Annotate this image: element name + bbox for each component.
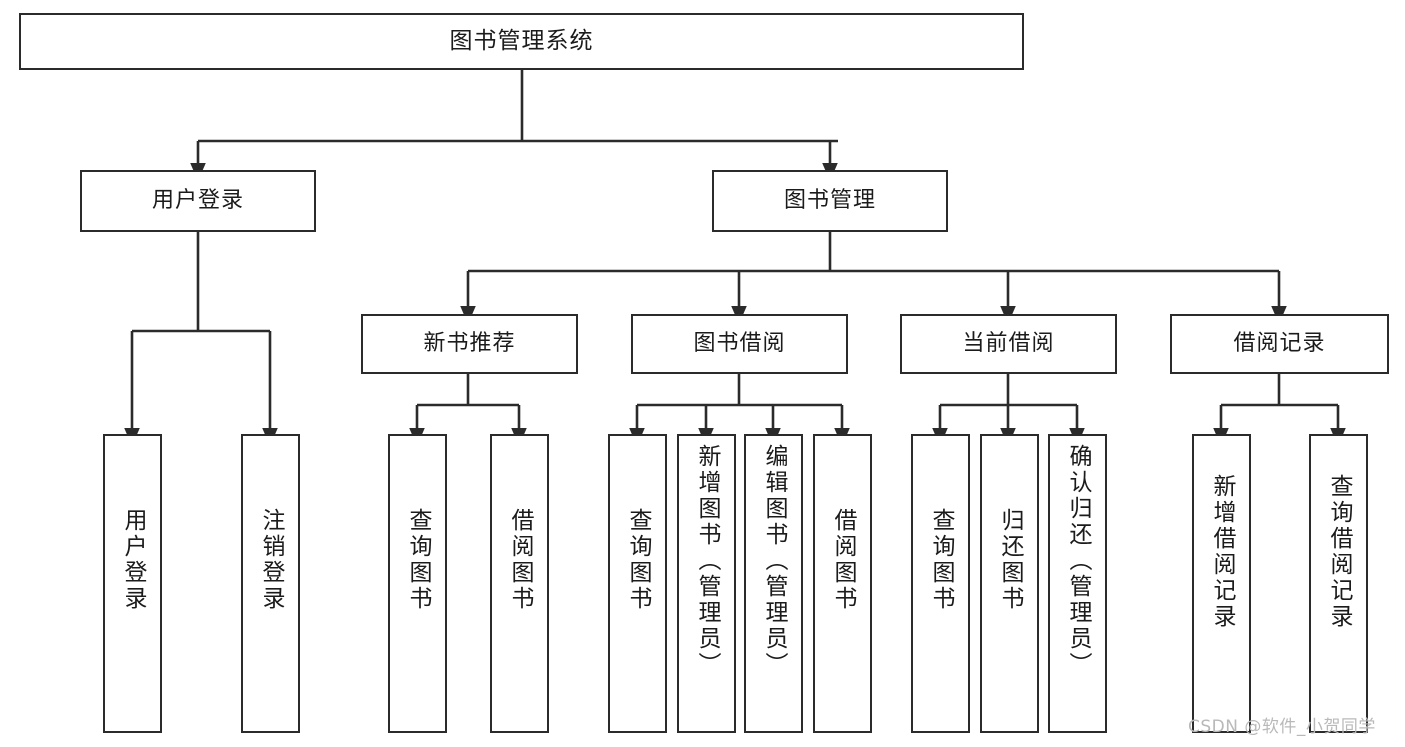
leaf-return-book-label: 归还图书 [997,508,1023,612]
node-book-management-label: 图书管理 [783,188,876,214]
leaf-add-book-label: 新增图书（管理员） [694,444,720,678]
leaf-edit-book[interactable]: 编辑图书（管理员） [744,434,803,733]
leaf-user-login[interactable]: 用户登录 [103,434,162,733]
node-root-label: 图书管理系统 [449,27,594,54]
node-book-borrow-label: 图书借阅 [693,331,786,357]
node-root[interactable]: 图书管理系统 [19,13,1024,70]
leaf-confirm-return-label: 确认归还（管理员） [1065,444,1091,678]
leaf-query-record[interactable]: 查询借阅记录 [1309,434,1368,733]
leaf-query-book-1[interactable]: 查询图书 [388,434,447,733]
leaf-query-book-2[interactable]: 查询图书 [608,434,667,733]
leaf-borrow-book-1-label: 借阅图书 [507,508,533,612]
leaf-query-book-3-label: 查询图书 [928,508,954,612]
node-new-book-recommend[interactable]: 新书推荐 [361,314,578,374]
leaf-edit-book-label: 编辑图书（管理员） [761,444,787,678]
leaf-add-book[interactable]: 新增图书（管理员） [677,434,736,733]
node-user-login-label: 用户登录 [151,188,244,214]
leaf-return-book[interactable]: 归还图书 [980,434,1039,733]
leaf-logout-login[interactable]: 注销登录 [241,434,300,733]
node-user-login[interactable]: 用户登录 [80,170,316,232]
node-borrow-record-label: 借阅记录 [1233,331,1326,357]
leaf-add-record[interactable]: 新增借阅记录 [1192,434,1251,733]
node-borrow-record[interactable]: 借阅记录 [1170,314,1389,374]
leaf-confirm-return[interactable]: 确认归还（管理员） [1048,434,1107,733]
leaf-logout-login-label: 注销登录 [258,508,284,612]
leaf-query-record-label: 查询借阅记录 [1326,474,1352,630]
leaf-borrow-book-1[interactable]: 借阅图书 [490,434,549,733]
leaf-borrow-book-2-label: 借阅图书 [830,508,856,612]
node-book-management[interactable]: 图书管理 [712,170,948,232]
node-current-borrow-label: 当前借阅 [962,331,1055,357]
leaf-user-login-label: 用户登录 [120,508,146,612]
leaf-query-book-2-label: 查询图书 [625,508,651,612]
leaf-add-record-label: 新增借阅记录 [1209,474,1235,630]
csdn-watermark: CSDN @软件_小贺同学 [1188,717,1376,737]
leaf-query-book-1-label: 查询图书 [405,508,431,612]
leaf-borrow-book-2[interactable]: 借阅图书 [813,434,872,733]
node-new-book-recommend-label: 新书推荐 [423,331,516,357]
leaf-query-book-3[interactable]: 查询图书 [911,434,970,733]
node-current-borrow[interactable]: 当前借阅 [900,314,1117,374]
node-book-borrow[interactable]: 图书借阅 [631,314,848,374]
